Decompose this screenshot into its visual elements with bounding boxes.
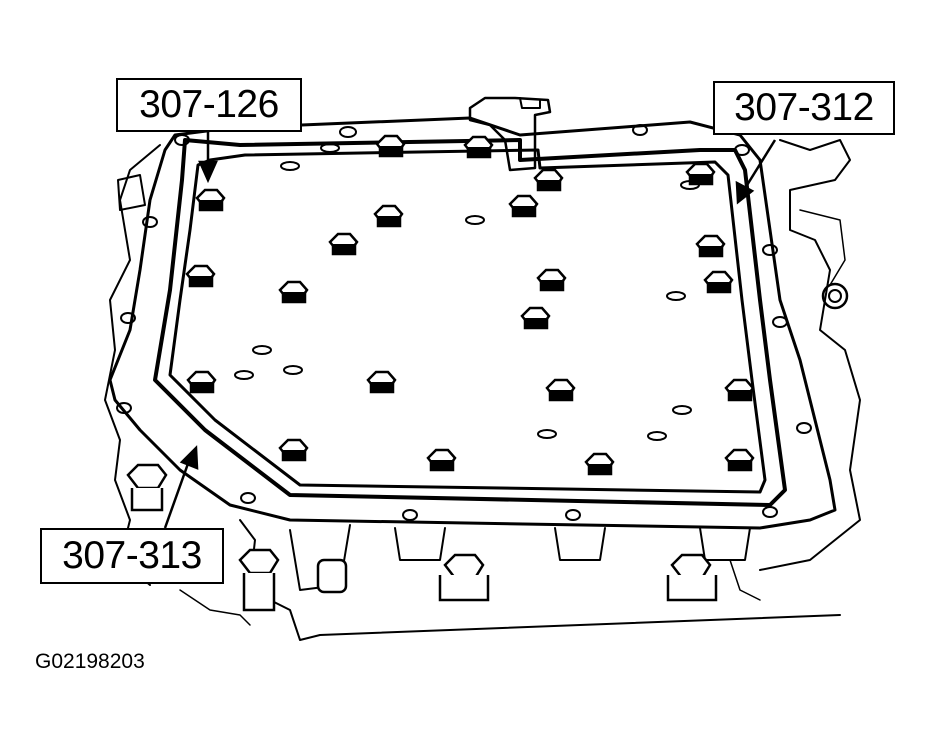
- callout-307-313: 307-313: [40, 528, 224, 584]
- bolt: [703, 270, 734, 294]
- leader-arrows: [163, 132, 777, 529]
- callout-307-312: 307-312: [713, 81, 895, 135]
- bolt: [238, 548, 280, 575]
- bolt: [426, 448, 457, 472]
- bolt: [195, 188, 226, 212]
- bolt: [328, 232, 359, 256]
- bolt: [185, 264, 216, 288]
- figure-id-label: G02198203: [35, 650, 145, 673]
- bolt: [724, 448, 755, 472]
- bolt: [724, 378, 755, 402]
- valve-body-bolts: [185, 134, 755, 476]
- bolt: [685, 162, 716, 186]
- bolt: [533, 168, 564, 192]
- bolt: [278, 438, 309, 462]
- callout-307-126: 307-126: [116, 78, 302, 132]
- flange-holes: [116, 124, 812, 521]
- bolt: [545, 378, 576, 402]
- solenoid-connector: [468, 96, 552, 172]
- plug: [316, 558, 348, 594]
- bolt: [695, 234, 726, 258]
- bolt: [520, 306, 551, 330]
- bolt: [375, 134, 406, 158]
- bolt: [126, 463, 168, 490]
- gasket-outer-line: [153, 138, 787, 507]
- case-bolt-boss: [821, 282, 849, 310]
- bolt: [584, 452, 615, 476]
- gasket-inner-line: [168, 148, 767, 494]
- bolt: [443, 553, 485, 580]
- bolt: [536, 268, 567, 292]
- bolt: [670, 553, 712, 580]
- bolt: [278, 280, 309, 304]
- bolt: [508, 194, 539, 218]
- arrow-307-312: [742, 139, 777, 191]
- case-bolts: [126, 463, 718, 612]
- bolt: [373, 204, 404, 228]
- case-right-detail-2: [799, 209, 846, 286]
- bolt: [366, 370, 397, 394]
- case-right-detail: [759, 139, 861, 571]
- lower-housing: [239, 519, 841, 641]
- valve-body-flange: [108, 116, 837, 530]
- case-left-detail: [104, 144, 161, 586]
- bolt: [463, 135, 494, 159]
- plate-holes: [234, 143, 700, 441]
- bolt: [186, 370, 217, 394]
- arrow-307-313: [163, 457, 192, 529]
